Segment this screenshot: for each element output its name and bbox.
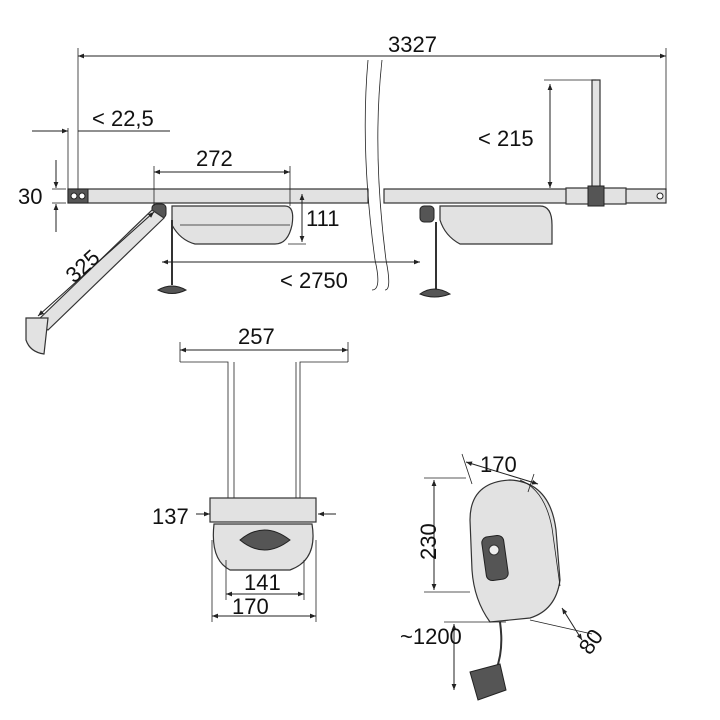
dim-motor-height: 111 (306, 206, 339, 231)
dimension-lines (32, 48, 667, 317)
dim-motor-length: 272 (196, 146, 233, 171)
dim-rail-length: 3327 (388, 32, 437, 57)
dim-mount-outer-width: 170 (232, 594, 269, 619)
dim-switch-width: 170 (480, 452, 517, 477)
dim-bracket-height: < 215 (478, 126, 534, 151)
dim-hanger-width: 257 (238, 324, 275, 349)
dim-travel: < 2750 (280, 268, 348, 293)
dim-switch-depth: 80 (574, 624, 609, 658)
dim-switch-height: 230 (416, 523, 441, 560)
motor-unit-rear (418, 205, 553, 298)
wall-control-unit (424, 453, 593, 701)
dim-rail-height: 30 (18, 184, 42, 209)
rail (67, 59, 667, 291)
rear-bracket (565, 79, 627, 207)
door-arm (25, 209, 165, 355)
dim-mount-inner-width: 141 (244, 570, 281, 595)
dim-cable-length: ~1200 (400, 624, 462, 649)
motor-unit-front (151, 203, 294, 294)
dim-front-offset: < 22,5 (92, 106, 154, 131)
ceiling-mount (179, 342, 349, 622)
dim-mount-height: 137 (152, 504, 189, 529)
